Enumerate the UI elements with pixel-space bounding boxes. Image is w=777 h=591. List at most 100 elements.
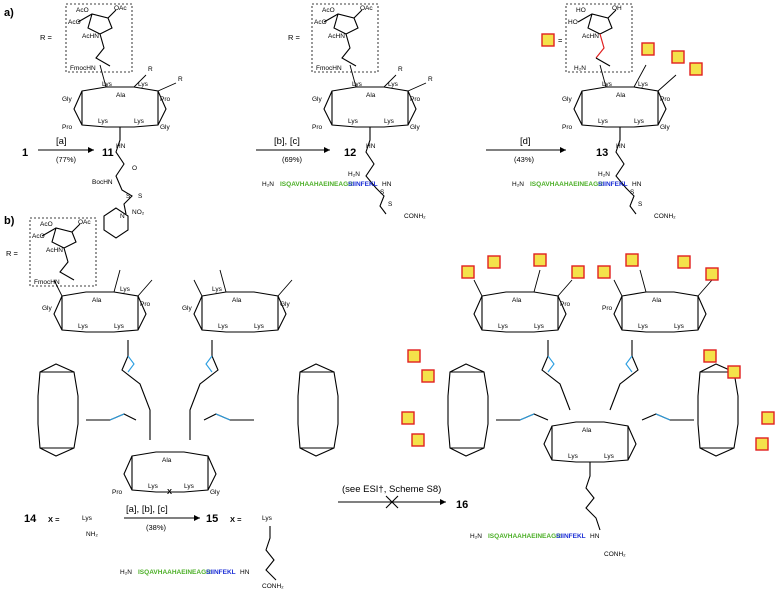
svg-text:Lys: Lys (254, 323, 265, 330)
linker-h2n-12: H₂N (348, 171, 360, 178)
svg-text:Lys: Lys (348, 118, 359, 125)
svg-text:R: R (398, 66, 403, 73)
svg-text:CONH₂: CONH₂ (604, 551, 626, 558)
cond-a: [a] (56, 136, 67, 147)
x-lys-14: Lys (82, 515, 93, 522)
svg-text:Ala: Ala (652, 297, 662, 304)
compound-14: 14 (24, 513, 37, 525)
svg-text:Gly: Gly (562, 96, 573, 103)
scaffold-13: Lys Ala Lys Pro Gly Gly Pro Lys Lys (562, 42, 703, 131)
x-nh2-14: NH₂ (86, 531, 98, 538)
svg-text:Lys: Lys (98, 118, 109, 125)
sugar-achn-3: AcHN (582, 33, 599, 40)
svg-text:Pro: Pro (562, 124, 573, 131)
panel-a-label: a) (4, 7, 14, 19)
peptide-13: H₂N ISQAVHAAHAEINEAGR SIINFEKL HN (512, 181, 642, 188)
svg-text:Lys: Lys (638, 81, 649, 88)
svg-text:Lys: Lys (498, 323, 509, 330)
svg-text:SIINFEKL: SIINFEKL (556, 533, 586, 540)
svg-text:SIINFEKL: SIINFEKL (348, 181, 378, 188)
compound-15: 15 (206, 513, 218, 525)
sugar-oh-1: OH (612, 5, 622, 12)
svg-text:Gly: Gly (410, 124, 421, 131)
sugar-oac-2: OAc (360, 5, 373, 12)
svg-text:Lys: Lys (134, 118, 145, 125)
svg-text:Ala: Ala (92, 297, 102, 304)
svg-text:Ala: Ala (162, 457, 172, 464)
svg-text:Ala: Ala (616, 92, 626, 99)
svg-text:Lys: Lys (384, 118, 395, 125)
sugar-achn-2: AcHN (328, 33, 345, 40)
linker-s2-12: S (388, 201, 393, 208)
compound-14-structure: Ala Lys Lys Lys Pro Gly Ala Lys Lys Lys … (37, 269, 339, 496)
pyridyl-no2: NO₂ (132, 209, 145, 216)
svg-text:Pro: Pro (560, 301, 571, 308)
cond-bc: [b], [c] (274, 136, 300, 147)
r-equals-11: R = (40, 33, 53, 42)
sugar-h2n-13: H₂N (574, 65, 586, 72)
svg-text:Lys: Lys (352, 81, 363, 88)
svg-text:H₂N: H₂N (262, 181, 274, 188)
linker-hn-11: HN (116, 143, 126, 150)
svg-text:HN: HN (590, 533, 600, 540)
svg-text:Ala: Ala (116, 92, 126, 99)
scaffold-12: Lys Ala Lys Pro Gly Gly Pro Lys Lys R R (312, 64, 433, 131)
sugar-fmochn-3: FmocHN (34, 279, 60, 286)
sugar-fmochn-1: FmocHN (70, 65, 96, 72)
sugar-aco-6: AcO (32, 233, 45, 240)
svg-text:Lys: Lys (78, 323, 89, 330)
svg-text:R: R (178, 76, 183, 83)
svg-text:Lys: Lys (184, 483, 195, 490)
svg-text:Gly: Gly (62, 96, 73, 103)
r-equals-12: R = (288, 33, 301, 42)
sugar-box-14 (29, 217, 97, 287)
sugar-oac-3: OAc (78, 219, 91, 226)
svg-text:Lys: Lys (604, 453, 615, 460)
x-lys-15: Lys (262, 515, 273, 522)
svg-text:Lys: Lys (114, 323, 125, 330)
svg-text:Pro: Pro (112, 489, 123, 496)
svg-text:HN: HN (382, 181, 392, 188)
svg-text:Gly: Gly (42, 305, 53, 312)
svg-text:Lys: Lys (218, 323, 229, 330)
yield-a: (77%) (56, 155, 77, 164)
x-equals-14: X = (48, 515, 60, 524)
svg-text:Pro: Pro (62, 124, 73, 131)
svg-text:H₂N: H₂N (512, 181, 524, 188)
svg-text:Pro: Pro (312, 124, 323, 131)
cond-esi: (see ESI†, Scheme S8) (342, 484, 441, 495)
svg-text:Lys: Lys (674, 323, 685, 330)
linker-s1-12: S (380, 189, 385, 196)
conh2-12: CONH₂ (404, 213, 426, 220)
svg-text:Pro: Pro (602, 305, 613, 312)
scaffold-11: Lys Ala Lys Pro Gly Gly Pro Lys Lys R R (62, 64, 183, 131)
sugar-box-12 (311, 3, 379, 73)
svg-text:Lys: Lys (534, 323, 545, 330)
linker-s1-13: S (630, 189, 635, 196)
svg-text:Lys: Lys (634, 118, 645, 125)
svg-text:ISQAVHAAHAEINEAGR: ISQAVHAAHAEINEAGR (488, 533, 561, 540)
failed-cross (385, 495, 399, 509)
linker-s1-11: S (126, 193, 131, 200)
svg-text:ISQAVHAAHAEINEAGR: ISQAVHAAHAEINEAGR (530, 181, 603, 188)
svg-text:SIINFEKL: SIINFEKL (598, 181, 628, 188)
svg-text:Ala: Ala (232, 297, 242, 304)
svg-text:Ala: Ala (512, 297, 522, 304)
cond-abc: [a], [b], [c] (126, 504, 168, 515)
svg-text:HN: HN (632, 181, 642, 188)
sugar-ho-1: HO (576, 7, 586, 14)
linker-o-11: O (132, 165, 137, 172)
sugar-aco-2: AcO (68, 19, 81, 26)
svg-text:Gly: Gly (660, 124, 671, 131)
svg-text:Lys: Lys (598, 118, 609, 125)
sugar-aco-5: AcO (40, 221, 53, 228)
svg-text:Gly: Gly (160, 124, 171, 131)
svg-text:HN: HN (240, 569, 250, 576)
sugar-oac-1: OAc (114, 5, 127, 12)
svg-text:Ala: Ala (582, 427, 592, 434)
r-equals-14: R = (6, 249, 19, 258)
linker-bochn-11: BocHN (92, 179, 113, 186)
svg-text:Gly: Gly (280, 301, 291, 308)
pyridyl-n: N (120, 213, 125, 220)
svg-text:Lys: Lys (138, 81, 149, 88)
